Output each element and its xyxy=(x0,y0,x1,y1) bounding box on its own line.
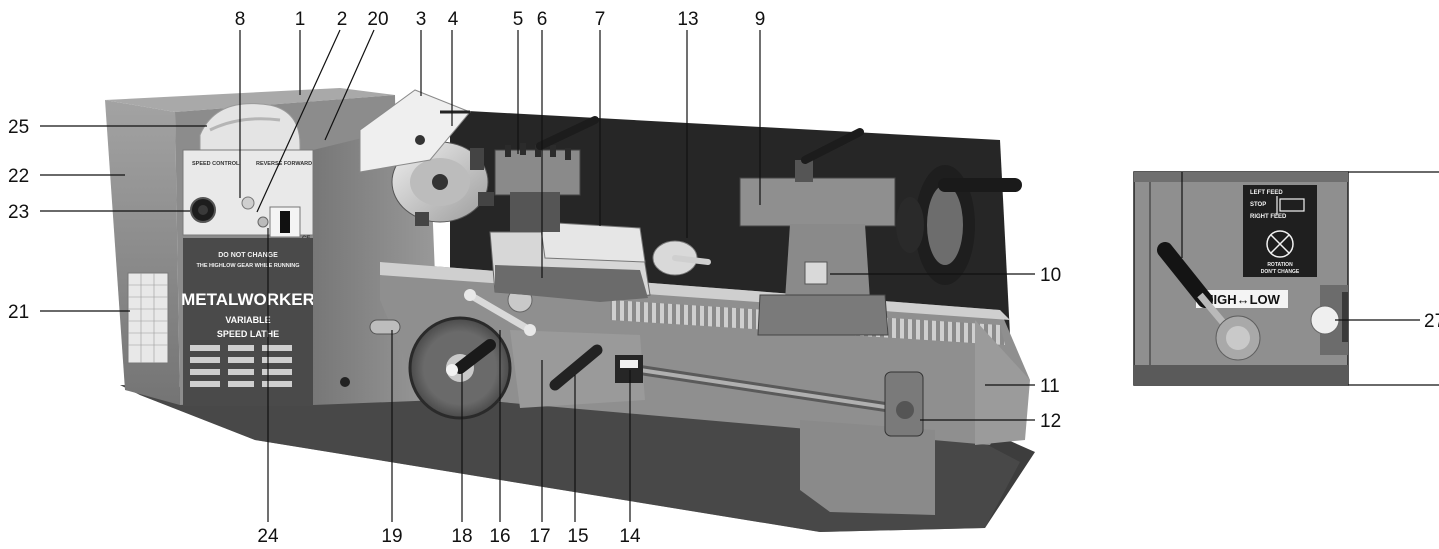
feed-right-label: RIGHT FEED xyxy=(1250,214,1287,220)
callout-3: 3 xyxy=(416,9,427,30)
high-low-gear-lever[interactable] xyxy=(1157,242,1213,308)
callout-15: 15 xyxy=(567,526,588,547)
tailstock-body xyxy=(739,177,896,227)
callout-22: 22 xyxy=(8,166,29,187)
callout-leaders xyxy=(40,29,1035,522)
callout-7: 7 xyxy=(595,9,606,30)
callout-13: 13 xyxy=(677,9,698,30)
callout-6: 6 xyxy=(537,9,548,30)
callout-2: 2 xyxy=(337,9,348,30)
callout-21: 21 xyxy=(8,302,29,323)
model-line-2: SPEED LATHE xyxy=(217,329,279,339)
callout-1: 1 xyxy=(295,9,306,30)
power-indicator-light xyxy=(241,196,255,210)
emergency-stop-switch[interactable] xyxy=(257,216,269,228)
callout-9: 9 xyxy=(755,9,766,30)
lathe-illustration: SPEED CONTROL REVERSE FORWARD CE DO NOT … xyxy=(105,88,1035,532)
callout-25: 25 xyxy=(8,117,29,138)
callout-numbers: 8 1 2 20 3 4 5 6 7 13 9 25 22 23 21 10 1… xyxy=(8,9,1061,547)
rotation-line-2: DON'T CHANGE xyxy=(1261,269,1300,275)
feed-stop-label: STOP xyxy=(1250,202,1266,208)
callout-23: 23 xyxy=(8,202,29,223)
tool-post-handle[interactable] xyxy=(536,116,599,150)
lead-screw xyxy=(369,319,401,335)
callout-14: 14 xyxy=(619,526,641,547)
callout-18: 18 xyxy=(451,526,472,547)
data-table-sticker xyxy=(127,272,169,364)
belt-cover-top xyxy=(105,88,395,112)
nameplate xyxy=(183,238,313,406)
warning-line-1: DO NOT CHANGE xyxy=(218,252,278,259)
speed-control-label: SPEED CONTROL xyxy=(192,161,240,167)
thread-dial xyxy=(615,355,643,383)
feed-direction-knob[interactable] xyxy=(1310,305,1340,335)
high-low-label: HIGH↔LOW xyxy=(1204,292,1281,307)
callout-8: 8 xyxy=(235,9,246,30)
model-line-1: VARIABLE xyxy=(225,315,270,325)
callout-19: 19 xyxy=(381,526,402,547)
callout-12: 12 xyxy=(1040,411,1061,432)
callout-24: 24 xyxy=(257,526,279,547)
callout-17: 17 xyxy=(529,526,550,547)
callout-4: 4 xyxy=(448,9,459,30)
feed-left-label: LEFT FEED xyxy=(1250,190,1283,196)
half-nut-lever[interactable] xyxy=(549,344,603,391)
inset-detail: LEFT FEED STOP RIGHT FEED ROTATION DON'T… xyxy=(1133,171,1439,386)
callout-11: 11 xyxy=(1040,376,1060,397)
tailstock-base xyxy=(757,294,889,336)
callout-20: 20 xyxy=(367,9,388,30)
direction-label: REVERSE FORWARD xyxy=(256,161,312,167)
warning-line-2: THE HIGHLOW GEAR WHILE RUNNING xyxy=(197,263,300,269)
bed-end xyxy=(975,320,1030,445)
brand-name: METALWORKER xyxy=(181,290,315,309)
callout-10: 10 xyxy=(1040,265,1061,286)
compound-rest xyxy=(539,221,646,263)
rotation-line-1: ROTATION xyxy=(1267,262,1293,268)
callout-27: 27 xyxy=(1424,311,1439,332)
gear-cover-cap xyxy=(199,103,301,151)
rotation-icon xyxy=(1266,230,1294,258)
callout-16: 16 xyxy=(489,526,510,547)
callout-5: 5 xyxy=(513,9,524,30)
tailstock-lock[interactable] xyxy=(804,261,828,285)
tailstock-quill-lock[interactable] xyxy=(801,128,864,164)
